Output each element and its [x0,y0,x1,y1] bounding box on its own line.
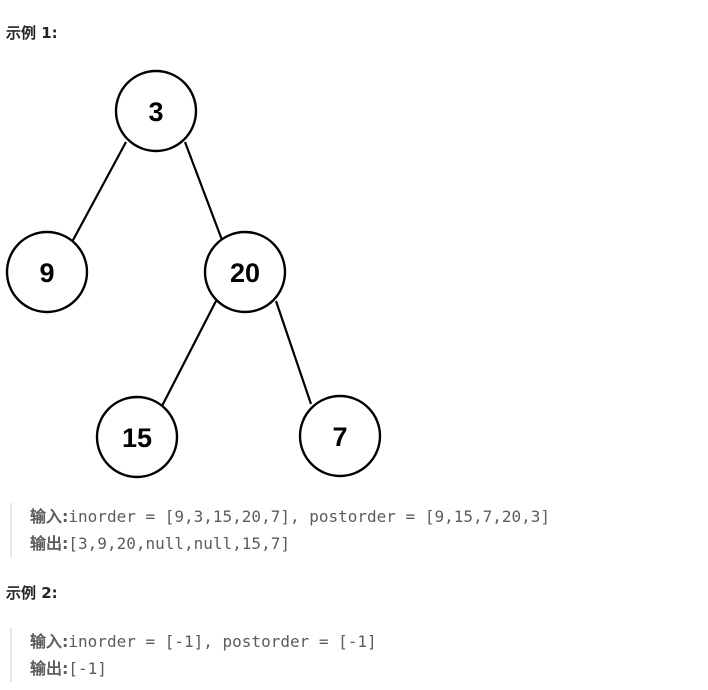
example-2-input-line: 输入:inorder = [-1], postorder = [-1] [30,628,708,655]
binary-tree-diagram: 3 9 20 15 7 [5,69,382,479]
tree-node-label: 7 [332,422,347,452]
input-value: inorder = [-1], postorder = [-1] [68,632,377,651]
example-1-input-line: 输入:inorder = [9,3,15,20,7], postorder = … [30,503,708,530]
edge-20-7 [274,300,313,405]
tree-node-label: 20 [230,258,260,288]
output-label: 输出: [30,534,69,553]
example-2-output-line: 输出:[-1] [30,655,708,682]
edge-3-9 [71,141,127,243]
tree-node-label: 15 [122,423,152,453]
tree-node-label: 9 [39,258,54,288]
example-2-code-block: 输入:inorder = [-1], postorder = [-1] 输出:[… [10,628,708,682]
example-1-heading: 示例 1: [6,24,58,42]
example-1-output-line: 输出:[3,9,20,null,null,15,7] [30,530,708,557]
tree-node-root: 3 [114,69,198,153]
input-label: 输入: [30,507,69,526]
tree-node-label: 3 [148,97,163,127]
example-2-heading: 示例 2: [6,584,58,602]
input-value: inorder = [9,3,15,20,7], postorder = [9,… [68,507,551,526]
edge-20-15 [161,300,217,407]
edge-3-20 [183,141,224,241]
tree-node-right-left: 15 [95,395,179,479]
tree-node-right: 20 [203,230,287,314]
input-label: 输入: [30,632,69,651]
tree-node-left: 9 [5,230,89,314]
output-value: [-1] [68,659,107,678]
output-label: 输出: [30,659,69,678]
example-1-code-block: 输入:inorder = [9,3,15,20,7], postorder = … [10,503,708,557]
output-value: [3,9,20,null,null,15,7] [68,534,290,553]
tree-node-right-right: 7 [298,394,382,478]
